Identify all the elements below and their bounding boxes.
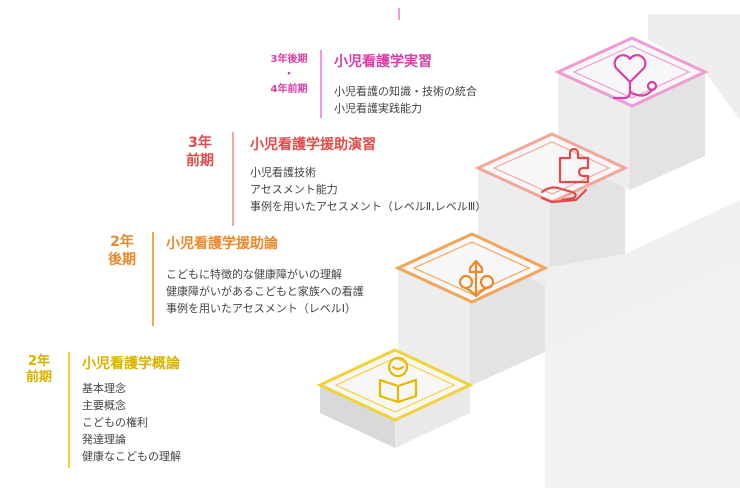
step1-term: 2年 前期 bbox=[22, 354, 56, 387]
list-item: アセスメント能力 bbox=[250, 183, 338, 196]
step3-term: 3年 前期 bbox=[180, 135, 220, 170]
step2-term-line1: 2年 bbox=[110, 234, 134, 250]
list-item: 小児看護技術 bbox=[250, 166, 316, 179]
list-item: 基本理念 bbox=[82, 382, 126, 395]
step2-title: 小児看護学援助論 bbox=[166, 236, 278, 252]
list-item: 小児看護の知識・技術の統合 bbox=[334, 85, 477, 98]
top-marker bbox=[398, 8, 400, 20]
step3-divider bbox=[232, 132, 234, 226]
step2-top bbox=[394, 232, 549, 304]
step1-term-line2: 前期 bbox=[25, 370, 52, 386]
sprout-icon bbox=[458, 259, 495, 298]
reading-child-icon bbox=[378, 356, 418, 404]
riser-1-2 bbox=[398, 268, 470, 386]
step4-term-line1: 3年後期 bbox=[270, 54, 308, 65]
step3-inner bbox=[492, 141, 611, 195]
step1-title: 小児看護学概論 bbox=[82, 356, 180, 372]
list-item: 主要概念 bbox=[82, 399, 126, 412]
step1-divider bbox=[68, 352, 70, 468]
list-item: 事例を用いたアセスメント（レベルⅡ,レベルⅢ） bbox=[250, 200, 487, 213]
step1-inner bbox=[334, 357, 456, 413]
step4-divider bbox=[320, 50, 322, 118]
riser-1-2-side bbox=[470, 268, 545, 386]
step4-term-line2: 4年前期 bbox=[270, 84, 308, 95]
list-item: 健康障がいがあるこどもと家族への看護 bbox=[166, 285, 364, 298]
list-item: 発達理論 bbox=[82, 433, 126, 446]
step3-items: 小児看護技術 アセスメント能力 事例を用いたアセスメント（レベルⅡ,レベルⅢ） bbox=[250, 164, 486, 215]
step1-term-line1: 2年 bbox=[27, 354, 51, 369]
step1-items: 基本理念 主要概念 こどもの権利 発達理論 健康なこどもの理解 bbox=[82, 380, 181, 465]
list-item: 小児看護実践能力 bbox=[334, 102, 422, 115]
list-item: 健康なこどもの理解 bbox=[82, 450, 181, 463]
step2-inner bbox=[412, 241, 531, 295]
step1-left-face bbox=[320, 385, 395, 448]
step-tops bbox=[316, 36, 709, 422]
step3-title: 小児看護学援助演習 bbox=[250, 137, 376, 153]
step2-items: こどもに特徴的な健康障がいの理解 健康障がいがあるこどもと家族への看護 事例を用… bbox=[166, 266, 364, 317]
step3-top bbox=[474, 132, 629, 204]
step4-items: 小児看護の知識・技術の統合 小児看護実践能力 bbox=[334, 83, 477, 117]
right-column-upper bbox=[545, 200, 740, 352]
heart-stethoscope-icon bbox=[612, 54, 658, 100]
step4-term: 3年後期 ・ 4年前期 bbox=[262, 52, 316, 97]
step2-term-line2: 後期 bbox=[108, 251, 136, 268]
step4-top bbox=[554, 36, 709, 108]
hand-puzzle-icon bbox=[540, 147, 590, 204]
step2-term: 2年 後期 bbox=[102, 234, 142, 269]
step2-divider bbox=[152, 232, 154, 326]
list-item: 事例を用いたアセスメント（レベルⅠ） bbox=[166, 302, 357, 315]
step4-inner bbox=[572, 45, 691, 99]
step1-right-face bbox=[395, 385, 470, 448]
top-wall bbox=[648, 14, 740, 120]
right-column bbox=[545, 262, 740, 488]
step4-title: 小児看護学実習 bbox=[334, 54, 432, 70]
list-item: こどもに特徴的な健康障がいの理解 bbox=[166, 268, 342, 281]
list-item: こどもの権利 bbox=[82, 416, 148, 429]
step3-term-line1: 3年 bbox=[188, 135, 212, 151]
step4-term-separator: ・ bbox=[284, 69, 294, 80]
riser-3-4-side bbox=[630, 72, 705, 190]
step3-term-line2: 前期 bbox=[186, 152, 214, 169]
